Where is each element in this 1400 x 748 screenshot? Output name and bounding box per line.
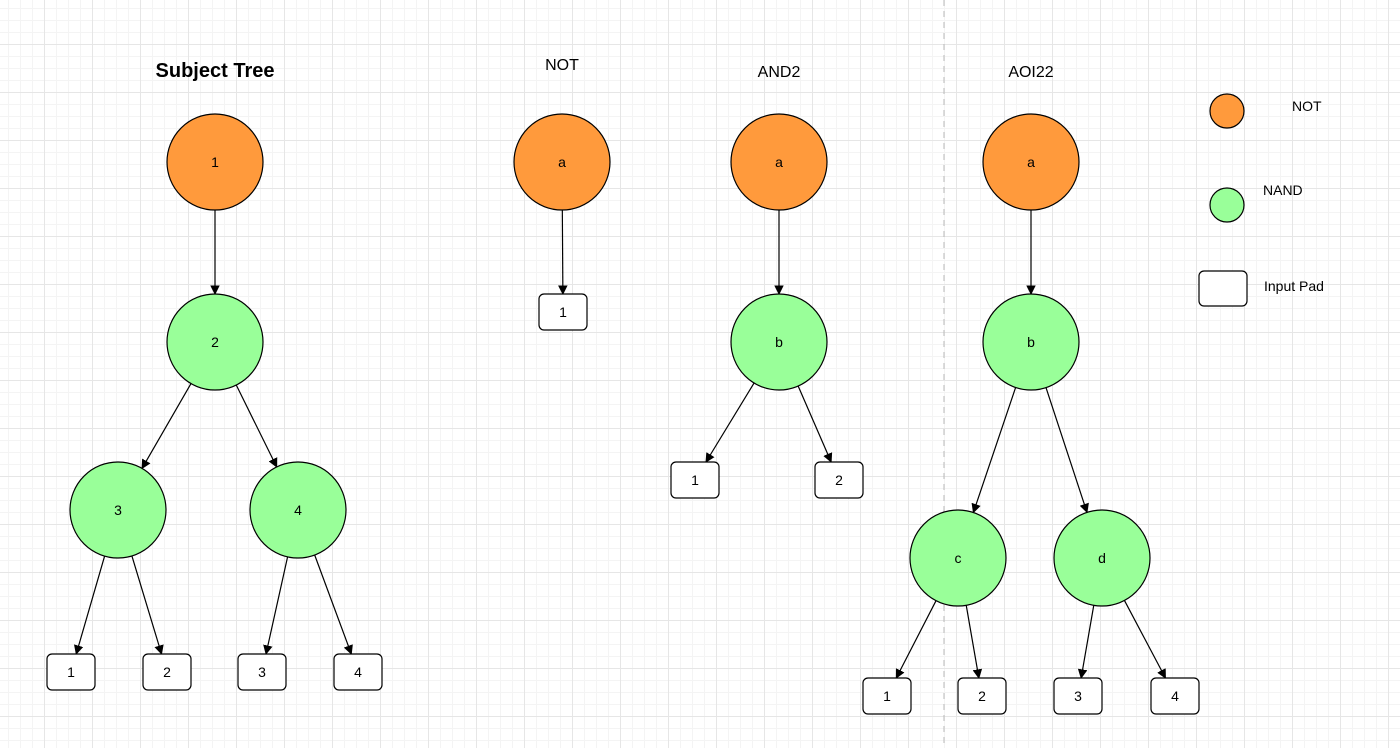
not-node-circle	[166, 113, 264, 211]
input-pad: 2	[957, 677, 1007, 715]
edges-layer	[74, 209, 1167, 679]
node-label: 1	[883, 688, 891, 704]
node-label: a	[775, 154, 783, 170]
edge-arrow	[141, 383, 192, 470]
nand-node: 2	[166, 293, 264, 391]
node-label: 3	[258, 664, 266, 680]
node-label: 4	[354, 664, 362, 680]
legend-pad-swatch	[1198, 270, 1248, 307]
node-label: 3	[1074, 688, 1082, 704]
input-pad-box	[862, 677, 912, 715]
input-pad: 4	[333, 653, 383, 691]
edge-arrow	[263, 556, 289, 655]
nand-node-circle	[909, 509, 1007, 607]
nand-node-circle	[249, 461, 347, 559]
input-pad-box	[814, 461, 864, 499]
node-label: a	[1027, 154, 1035, 170]
input-pad: 1	[46, 653, 96, 691]
input-pad-box	[142, 653, 192, 691]
edge-arrow	[705, 382, 755, 463]
input-pad: 2	[814, 461, 864, 499]
legend-not-label: NOT	[1292, 98, 1322, 114]
input-pad-box	[1150, 677, 1200, 715]
node-label: 1	[67, 664, 75, 680]
not-node: 1	[166, 113, 264, 211]
node-label: 2	[163, 664, 171, 680]
subject-tree-title: Subject Tree	[156, 60, 275, 82]
node-label: b	[775, 334, 783, 350]
node-label: 4	[294, 502, 302, 518]
and2-tree-title: AND2	[758, 64, 801, 81]
node-label: a	[558, 154, 566, 170]
nand-node: 3	[69, 461, 167, 559]
edge-arrow	[965, 605, 983, 679]
node-label: 1	[691, 472, 699, 488]
not-node-circle	[982, 113, 1080, 211]
node-label: 3	[114, 502, 122, 518]
edge-arrow	[131, 555, 164, 655]
input-pad-box	[237, 653, 287, 691]
input-pad-box	[957, 677, 1007, 715]
not-node: a	[513, 113, 611, 211]
legend-nand-swatch	[1209, 187, 1245, 223]
legend-pad-label: Input Pad	[1264, 278, 1324, 294]
input-pad: 3	[237, 653, 287, 691]
input-pad-box	[333, 653, 383, 691]
input-pad: 1	[670, 461, 720, 499]
nand-node: d	[1053, 509, 1151, 607]
input-pad: 4	[1150, 677, 1200, 715]
edge-arrow	[558, 209, 568, 295]
not-node-circle	[730, 113, 828, 211]
nand-node: c	[909, 509, 1007, 607]
edge-arrow	[1123, 600, 1167, 679]
legend: NOT NAND Input Pad	[1198, 93, 1324, 307]
input-pad: 1	[862, 677, 912, 715]
not-node: a	[982, 113, 1080, 211]
nand-node-circle	[1053, 509, 1151, 607]
edge-arrow	[235, 384, 278, 468]
legend-nand-label: NAND	[1263, 182, 1303, 198]
node-label: b	[1027, 334, 1035, 350]
node-label: 1	[211, 154, 219, 170]
node-label: 2	[978, 688, 986, 704]
input-pad-box	[538, 293, 588, 331]
node-label: 2	[835, 472, 843, 488]
input-pad: 1	[538, 293, 588, 331]
node-label: 4	[1171, 688, 1179, 704]
node-label: 2	[211, 334, 219, 350]
edge-arrow	[797, 385, 833, 463]
nand-node-circle	[166, 293, 264, 391]
input-pad-box	[46, 653, 96, 691]
input-pad: 2	[142, 653, 192, 691]
aoi22-tree-title: AOI22	[1008, 64, 1053, 81]
edge-arrow	[314, 554, 353, 655]
input-pad-box	[1053, 677, 1103, 715]
input-pad: 3	[1053, 677, 1103, 715]
nand-node-circle	[730, 293, 828, 391]
not-tree-title: NOT	[545, 57, 579, 74]
input-pad-box	[670, 461, 720, 499]
nodes-layer: 1 2 3 4 1 2 3 4 a 1 a b 1 2 a b c d 1 2 3 4	[46, 113, 1200, 715]
edge-arrow	[1077, 605, 1095, 679]
nand-node-circle	[69, 461, 167, 559]
not-node-circle	[513, 113, 611, 211]
node-label: 1	[559, 304, 567, 320]
edge-arrow	[895, 600, 937, 679]
nand-node-circle	[982, 293, 1080, 391]
nand-node: 4	[249, 461, 347, 559]
legend-not-swatch	[1209, 93, 1245, 129]
node-label: c	[955, 550, 962, 566]
edge-arrow	[74, 555, 106, 655]
node-label: d	[1098, 550, 1106, 566]
edge-arrow	[1045, 387, 1089, 514]
nand-node: b	[730, 293, 828, 391]
not-node: a	[730, 113, 828, 211]
nand-node: b	[982, 293, 1080, 391]
edge-arrow	[971, 387, 1017, 514]
